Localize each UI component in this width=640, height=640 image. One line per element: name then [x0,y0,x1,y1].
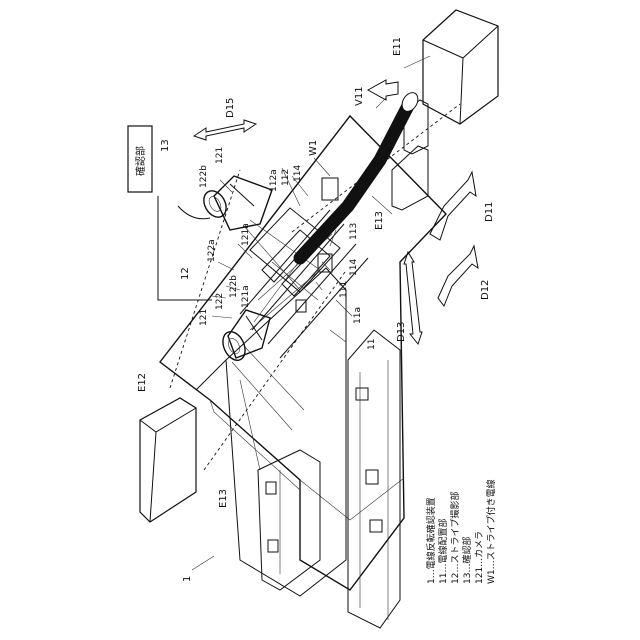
striped-wire [300,90,421,262]
label-13: 13 [160,139,171,152]
arrow-d12 [438,246,478,306]
camera-121-upper [178,176,272,230]
legend-line: W1…ストライプ付き電線 [485,479,497,584]
label-v11: V11 [354,86,365,106]
label-d15: D15 [225,98,236,118]
label-w1: W1 [308,140,319,156]
label-112a: 112a [269,169,279,192]
label-121-upper: 121 [215,147,225,164]
label-122b-upper: 122b [199,165,209,188]
label-d13: D13 [396,322,407,342]
box-e12 [140,398,196,522]
legend-line: 1…電線反転確認装置 [425,497,437,584]
label-121a-lower: 121a [241,285,251,308]
label-e12: E12 [137,373,148,392]
legend-line: 12…ストライプ撮影部 [449,492,461,584]
legend-line: 13…確認部 [461,537,473,584]
arrow-d15 [194,120,256,140]
label-121a-upper: 121a [241,223,251,246]
slide-rail [226,268,400,628]
label-122b-lower: 122b [229,275,239,298]
label-d12: D12 [480,280,491,300]
label-114-lower: 114 [349,259,359,276]
label-device-1: 1 [182,576,193,582]
arrow-d11 [430,172,476,240]
label-confirm-box: 確認部 [134,146,147,176]
label-e11: E11 [392,37,403,56]
label-11a: 11a [353,307,363,324]
label-122a: 122a [207,239,217,262]
label-e13-left: E13 [218,489,229,508]
label-121-lower: 121 [199,309,209,326]
label-112: 112 [281,169,291,186]
label-d11: D11 [484,202,495,222]
label-113: 113 [349,223,359,240]
label-11: 11 [367,339,377,350]
label-e13-right: E13 [374,211,385,230]
label-114-upper: 114 [293,165,303,182]
box-e11 [423,10,498,124]
label-111: 111 [339,281,349,298]
legend-line: 121…カメラ [474,531,485,584]
arrow-v11 [368,80,398,100]
legend-line: 11…電線配置部 [437,519,449,584]
legend: 1…電線反転確認装置 11…電線配置部 12…ストライプ撮影部 13…確認部 1… [425,479,497,584]
label-122: 122 [215,293,225,310]
label-12: 12 [180,267,191,280]
wire-placement-part [250,178,340,312]
